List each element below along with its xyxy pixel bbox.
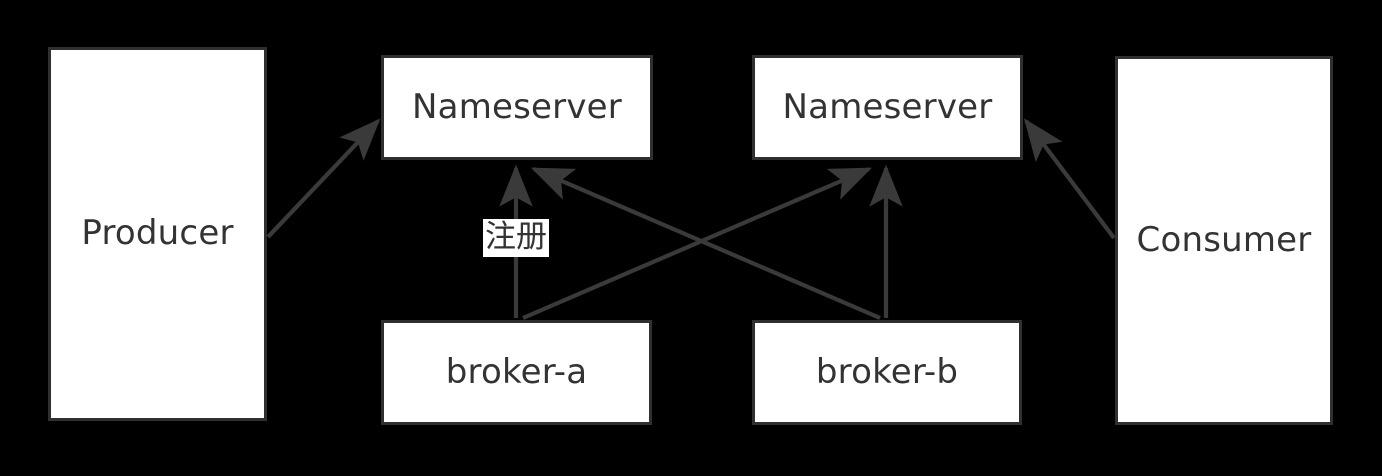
node-broker-b-label: broker-b bbox=[815, 351, 959, 392]
node-nameserver-1[interactable]: Nameserver bbox=[381, 55, 653, 160]
node-nameserver-2-label: Nameserver bbox=[782, 86, 993, 127]
edge-label-register: 注册 bbox=[483, 219, 549, 257]
edge-consumer-to-nameserver2 bbox=[1023, 118, 1116, 240]
node-producer[interactable]: Producer bbox=[48, 47, 267, 421]
node-nameserver-2[interactable]: Nameserver bbox=[752, 55, 1023, 160]
node-consumer[interactable]: Consumer bbox=[1115, 56, 1333, 425]
edge-brokerb-to-nameserver1 bbox=[530, 167, 881, 320]
node-broker-a-label: broker-a bbox=[445, 351, 588, 392]
node-producer-label: Producer bbox=[81, 213, 234, 254]
node-broker-a[interactable]: broker-a bbox=[381, 320, 652, 425]
node-broker-b[interactable]: broker-b bbox=[752, 320, 1022, 425]
edge-brokera-to-nameserver2 bbox=[522, 167, 873, 320]
node-nameserver-1-label: Nameserver bbox=[412, 86, 622, 127]
edge-producer-to-nameserver1 bbox=[266, 118, 381, 239]
node-consumer-label: Consumer bbox=[1136, 219, 1312, 260]
